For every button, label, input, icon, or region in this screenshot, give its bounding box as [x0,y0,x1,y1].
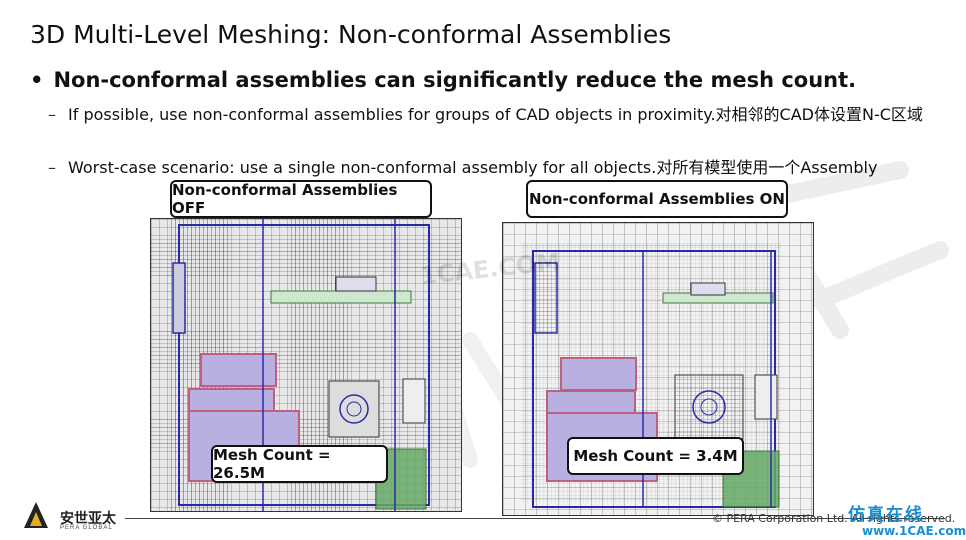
pera-logo-icon [24,502,48,528]
bullet-dot: • [30,68,44,92]
site-url: www.1CAE.com [862,524,966,538]
sub-point-2: – Worst-case scenario: use a single non-… [48,157,928,179]
brand-watermark: 仿真在线 [848,505,924,525]
copyright-text: © PERA Corporation Ltd. All rights reser… [712,512,956,525]
logo-text: 安世亚太 [60,511,116,527]
mesh-count-on: Mesh Count = 3.4M [567,437,744,475]
logo-subtext: PERA GLOBAL [60,525,113,531]
dash-marker: – [48,105,56,124]
sub-point-1: – If possible, use non-conformal assembl… [48,104,928,126]
dash-marker: – [48,158,56,177]
footer-divider [125,518,945,519]
sub-point-text: Worst-case scenario: use a single non-co… [68,158,878,177]
label-assemblies-on: Non-conformal Assemblies ON [526,180,788,218]
label-assemblies-off: Non-conformal Assemblies OFF [170,180,432,218]
main-bullet: • Non-conformal assemblies can significan… [30,68,856,92]
main-bullet-text: Non-conformal assemblies can significant… [53,68,857,92]
sub-point-text: If possible, use non-conformal assemblie… [68,105,923,124]
slide-title: 3D Multi-Level Meshing: Non-conformal As… [30,20,672,49]
mesh-count-off: Mesh Count = 26.5M [211,445,388,483]
